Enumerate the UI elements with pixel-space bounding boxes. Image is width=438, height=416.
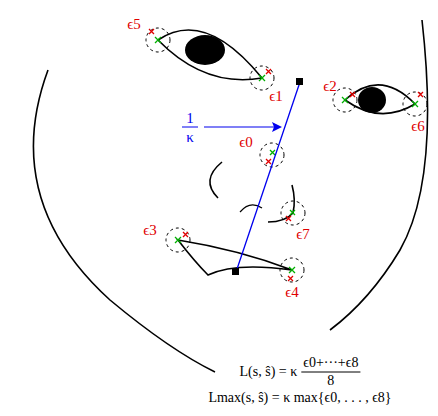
formula: Lmax(s, ŝ) = κ max{ϵ0, . . . , ϵ8} xyxy=(208,391,391,405)
error-label: ϵ1 xyxy=(269,89,283,104)
error-label: ϵ0 xyxy=(239,135,253,150)
formula: ϵ0+···+ϵ8 xyxy=(303,356,358,370)
fraction-denominator: κ xyxy=(186,130,194,145)
formula: 8 xyxy=(327,374,334,388)
fraction-bar xyxy=(301,372,360,373)
error-label: ϵ6 xyxy=(411,119,425,134)
fraction-numerator: 1 xyxy=(186,111,194,126)
formula: L(s, ŝ) = κ xyxy=(240,365,298,379)
error-label: ϵ7 xyxy=(296,227,310,242)
error-label: ϵ3 xyxy=(143,223,157,238)
error-label: ϵ5 xyxy=(127,17,141,32)
error-label: ϵ2 xyxy=(323,79,337,94)
error-label: ϵ4 xyxy=(285,285,299,300)
